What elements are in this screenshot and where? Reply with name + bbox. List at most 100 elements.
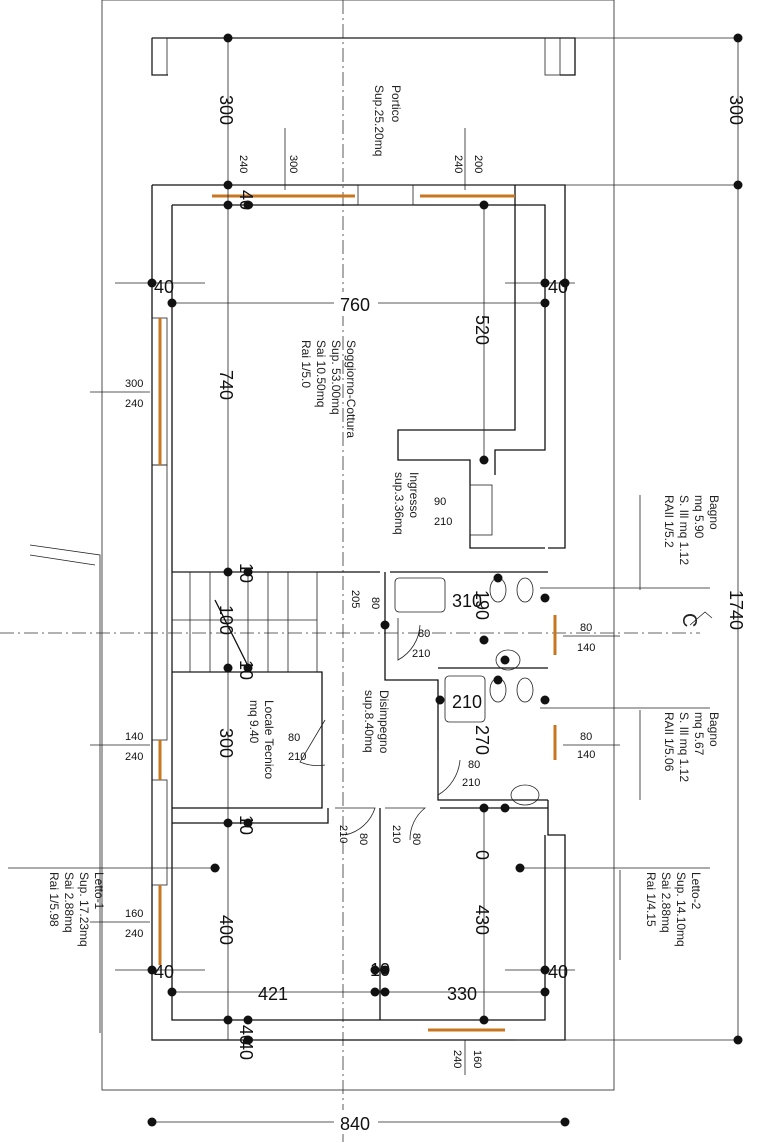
opening-1-b: 300 (287, 155, 299, 173)
wall-40-bottom-2: 40 (236, 1040, 256, 1060)
wall-40-br: 40 (548, 962, 568, 982)
opening-6-b: 210 (412, 648, 430, 660)
room-ingresso-name: Ingresso (407, 472, 421, 518)
portico-outline (151, 37, 576, 76)
dim-430: 430 (472, 905, 492, 935)
dim-100: 100 (216, 605, 236, 635)
sink-1 (495, 649, 521, 671)
opening-5-b: 80 (369, 597, 381, 609)
left-wall-segment-2 (151, 779, 168, 886)
partition-locale (172, 671, 329, 824)
room-bagno2-area: mq 5.67 (692, 712, 706, 756)
dim-190: 190 (472, 590, 492, 620)
wall-10-locale: 10 (236, 815, 256, 835)
opening-13-b: 80 (410, 833, 422, 845)
wall-40-bottom: 40 (236, 1025, 256, 1045)
sheet-frame (101, 0, 615, 1091)
inner-wall-top (172, 204, 546, 475)
opening-10-b: 140 (577, 749, 595, 761)
opening-15-b: 160 (471, 1050, 483, 1068)
opening-5-a: 205 (349, 590, 361, 608)
bidet-2 (516, 677, 534, 703)
dim-270: 270 (472, 725, 492, 755)
partition-bedrooms (379, 807, 548, 1020)
dim-840: 840 (340, 1114, 370, 1134)
room-ingresso-area: sup.3.36mq (392, 472, 406, 535)
room-letto1-sai: Sai 2.88mq (62, 872, 76, 933)
dim-421: 421 (258, 984, 288, 1004)
opening-9-a: 80 (288, 732, 300, 744)
ingresso-wall (397, 185, 545, 549)
opening-14-a: 160 (125, 908, 143, 920)
section-arrow (689, 611, 713, 626)
opening-1-a: 240 (237, 155, 249, 173)
opening-7-b: 140 (577, 642, 595, 654)
wall-40-bl: 40 (154, 962, 174, 982)
opening-6-a: 80 (418, 628, 430, 640)
room-bagno1-area: mq 5.90 (692, 495, 706, 539)
dim-300-right: 300 (726, 95, 746, 125)
ingresso-door-frame (469, 484, 493, 536)
room-letto1-name: Letto-1 (92, 872, 106, 910)
outer-wall-left-bottom (151, 185, 566, 1041)
opening-4-a: 90 (434, 496, 446, 508)
room-bagno1-rail: RAIl 1/5.2 (662, 495, 676, 548)
stair (171, 571, 318, 673)
opening-10-a: 80 (580, 731, 592, 743)
room-locale-name: Locale Tecnico (262, 700, 276, 779)
room-locale-area: mq 9.40 (247, 700, 261, 744)
entrance-door-frame (357, 184, 414, 206)
room-letto2-area: Sup. 14.10mq (674, 872, 688, 947)
room-bagno2-sill: S. Ill mq 1.12 (677, 712, 691, 782)
dimension-dots (147, 33, 743, 1127)
room-letto2-rai: Rai 1/4.15 (644, 872, 658, 927)
room-disimpegno-name: Disimpegno (377, 690, 391, 754)
dim-740: 740 (216, 370, 236, 400)
doors (299, 618, 461, 841)
opening-13-a: 210 (390, 825, 402, 843)
room-portico-name: Portico (389, 85, 403, 123)
windows (158, 194, 557, 1032)
opening-3-a: 300 (125, 378, 143, 390)
dim-300-portico: 300 (216, 95, 236, 125)
room-letto2-sai: Sai 2.88mq (659, 872, 673, 933)
dim-310: 310 (452, 591, 482, 611)
left-wall-segment (151, 464, 168, 741)
dim-760: 760 (340, 295, 370, 315)
room-portico-area: Sup.25.20mq (372, 85, 386, 156)
room-soggiorno-name: Soggiorno-Cottura (344, 340, 358, 438)
sink-2 (510, 784, 540, 806)
wall-10-stair-top: 10 (236, 563, 256, 583)
room-letto2-name: Letto-2 (689, 872, 703, 910)
dim-300-locale: 300 (216, 728, 236, 758)
opening-14-b: 240 (125, 928, 143, 940)
opening-4-b: 210 (434, 516, 452, 528)
bidet-1 (516, 577, 534, 603)
dim-400: 400 (216, 915, 236, 945)
dim-0: 0 (472, 850, 492, 860)
opening-2-b: 200 (472, 155, 484, 173)
room-soggiorno-rai: Rai 1/5.0 (299, 340, 313, 388)
wall-40-right: 40 (548, 277, 568, 297)
opening-12-b: 80 (357, 833, 369, 845)
wall-10-stair-bottom: 10 (236, 660, 256, 680)
room-disimpegno-area: sup.8.40mq (362, 690, 376, 753)
dim-210: 210 (452, 692, 482, 712)
room-letto1-area: Sup. 17.23mq (77, 872, 91, 947)
dim-1740: 1740 (726, 590, 746, 630)
room-bagno1-name: Bagno (707, 495, 721, 530)
room-letto1-rai: Rai 1/5.98 (47, 872, 61, 927)
opening-11-a: 80 (468, 759, 480, 771)
opening-8-a: 140 (125, 731, 143, 743)
opening-12-a: 210 (337, 825, 349, 843)
portico-pillar-right (544, 37, 561, 76)
opening-11-b: 210 (462, 777, 480, 789)
opening-8-b: 240 (125, 751, 143, 763)
wall-40-top: 40 (236, 190, 256, 210)
opening-3-b: 240 (125, 398, 143, 410)
shower-tray-1 (394, 577, 446, 613)
room-bagno1-sill: S. Ill mq 1.12 (677, 495, 691, 565)
opening-9-b: 210 (288, 751, 306, 763)
dim-330: 330 (447, 984, 477, 1004)
